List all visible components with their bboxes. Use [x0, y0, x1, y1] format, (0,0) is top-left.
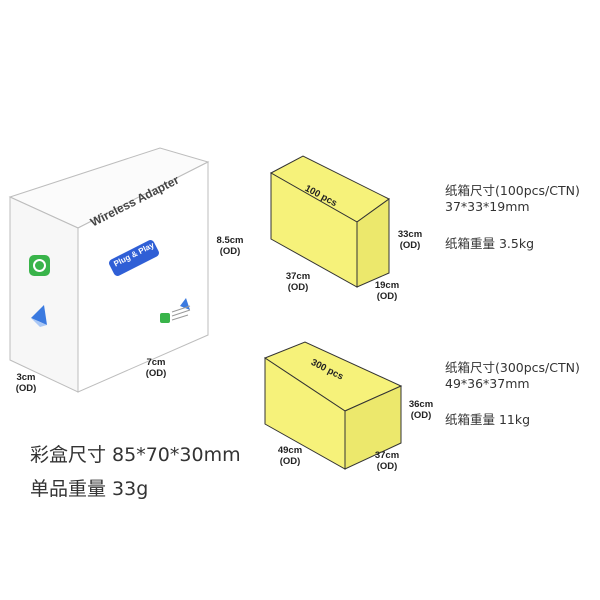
product-depth-label: 3cm(OD) — [15, 372, 37, 394]
carton-large-size-value: 49*36*37mm — [445, 376, 530, 391]
android-auto-icon — [31, 305, 47, 325]
carton-small-length-label: 37cm(OD) — [285, 271, 311, 293]
carton-small-weight: 纸箱重量 3.5kg — [445, 236, 535, 251]
carton-large-size-label: 纸箱尺寸(300pcs/CTN) — [445, 360, 580, 375]
plug-play-badge — [109, 240, 159, 276]
carton-large-side — [344, 385, 402, 470]
carton-small-size-value: 37*33*19mm — [445, 199, 530, 214]
carplay-small-icon — [160, 313, 170, 323]
product-width-label: 7cm(OD) — [145, 357, 167, 379]
spec-text-line — [171, 309, 191, 317]
spec-text-line — [171, 305, 191, 313]
carton-large-height-label: 36cm(OD) — [408, 399, 434, 421]
carton-small-width-label: 19cm(OD) — [374, 280, 400, 302]
carton-small — [269, 155, 390, 288]
product-box — [8, 147, 210, 393]
product-height-label: 8.5cm(OD) — [216, 235, 244, 257]
android-auto-icon-accent — [31, 318, 47, 327]
carton-small-height-label: 33cm(OD) — [397, 229, 423, 251]
carton-large — [263, 341, 403, 470]
carton-large-length-label: 49cm(OD) — [277, 445, 303, 467]
carplay-icon-ring — [33, 259, 46, 272]
carton-small-side — [356, 198, 390, 288]
carton-large-weight: 纸箱重量 11kg — [445, 412, 531, 427]
carton-large-width-label: 37cm(OD) — [374, 450, 400, 472]
carton-small-size-label: 纸箱尺寸(100pcs/CTN) — [445, 183, 580, 198]
carplay-icon — [29, 255, 50, 276]
product-box-left-face — [9, 196, 79, 393]
unit-weight-summary: 单品重量 33g — [30, 478, 149, 500]
spec-text-line — [171, 314, 189, 321]
product-box-front-face — [77, 161, 209, 393]
box-size-summary: 彩盒尺寸 85*70*30mm — [30, 444, 241, 466]
